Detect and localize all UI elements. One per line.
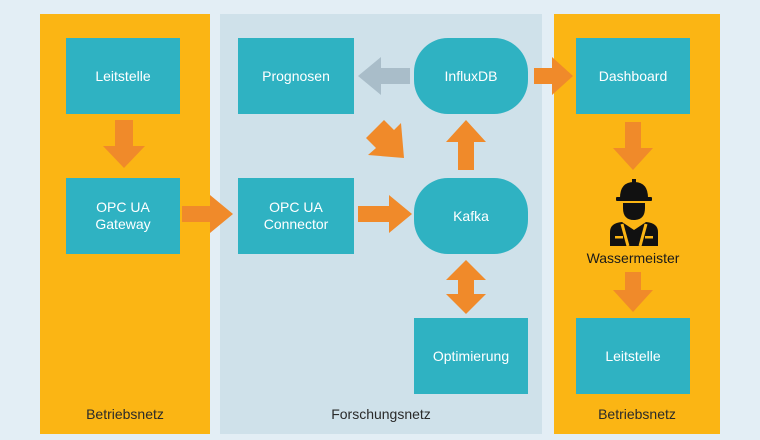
arrow-kafka-optimierung-bidirectional bbox=[446, 260, 486, 314]
node-dashboard: Dashboard bbox=[576, 38, 690, 114]
arrow-kafka-to-influxdb bbox=[446, 120, 486, 170]
arrow-dashboard-to-wassermeister bbox=[613, 122, 653, 170]
node-influxdb: InfluxDB bbox=[414, 38, 528, 114]
zone-label-middle: Forschungsnetz bbox=[331, 406, 431, 422]
arrow-leitstelle-to-gateway bbox=[103, 120, 145, 168]
zone-label-right: Betriebsnetz bbox=[598, 406, 676, 422]
node-prognosen: Prognosen bbox=[238, 38, 354, 114]
node-opc-ua-connector: OPC UA Connector bbox=[238, 178, 354, 254]
construction-worker-icon bbox=[610, 179, 658, 246]
arrow-wassermeister-to-leitstelle bbox=[613, 272, 653, 312]
arrow-connector-to-kafka bbox=[358, 195, 412, 233]
zone-label-left: Betriebsnetz bbox=[86, 406, 164, 422]
node-optimierung: Optimierung bbox=[414, 318, 528, 394]
node-opc-ua-gateway: OPC UA Gateway bbox=[66, 178, 180, 254]
wassermeister-label: Wassermeister bbox=[586, 250, 680, 266]
node-kafka: Kafka bbox=[414, 178, 528, 254]
arrow-influxdb-to-dashboard bbox=[534, 57, 573, 95]
arrow-influxdb-to-prognosen bbox=[358, 57, 410, 95]
arrow-gateway-to-connector bbox=[182, 195, 233, 233]
node-leitstelle-left: Leitstelle bbox=[66, 38, 180, 114]
node-leitstelle-right: Leitstelle bbox=[576, 318, 690, 394]
arrow-prognosen-to-kafka bbox=[366, 120, 404, 158]
